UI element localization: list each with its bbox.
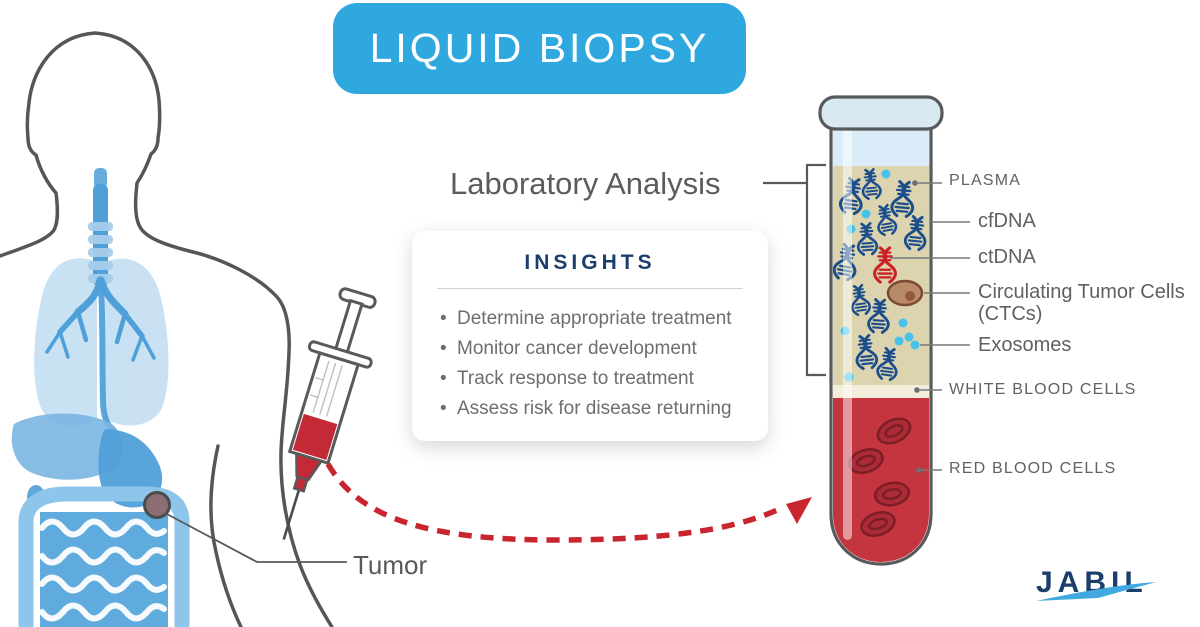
cfdna-label: cfDNA	[978, 210, 1036, 232]
insights-list: Determine appropriate treatment Monitor …	[440, 304, 768, 424]
blood-draw-arrow	[325, 462, 812, 543]
insights-item: Track response to treatment	[440, 364, 768, 394]
ctc-icon	[886, 279, 924, 307]
brand-swoosh-icon	[1036, 582, 1156, 601]
tumor-marker	[143, 491, 171, 519]
red-blood-cells	[848, 417, 912, 537]
insights-item: Determine appropriate treatment	[440, 304, 768, 334]
ctc-label: Circulating Tumor Cells (CTCs)	[978, 281, 1185, 325]
tube-leader-lines	[890, 180, 970, 473]
insights-item: Assess risk for disease returning	[440, 394, 768, 424]
rbc-label: RED BLOOD CELLS	[949, 460, 1117, 477]
insights-box: INSIGHTS Determine appropriate treatment…	[412, 231, 768, 441]
title-banner: LIQUID BIOPSY	[333, 3, 746, 94]
liver-organ	[11, 413, 123, 480]
plasma-label: PLASMA	[949, 172, 1022, 189]
syringe-icon	[282, 287, 377, 540]
lungs-organ	[34, 258, 169, 426]
insights-divider	[437, 288, 743, 289]
tumor-leader-line	[164, 512, 347, 563]
insights-title: INSIGHTS	[524, 251, 656, 274]
lab-analysis-bracket	[763, 163, 826, 377]
tumor-label: Tumor	[353, 550, 428, 580]
intestines-organ	[18, 486, 190, 627]
lab-analysis-heading: Laboratory Analysis	[450, 166, 721, 201]
test-tube	[818, 95, 944, 566]
brand-logo: JABIL	[1036, 566, 1196, 606]
insights-item: Monitor cancer development	[440, 334, 768, 364]
page-title: LIQUID BIOPSY	[369, 25, 710, 71]
trachea-organ	[88, 168, 113, 286]
tube-cap	[818, 95, 944, 131]
wbc-label: WHITE BLOOD CELLS	[949, 381, 1137, 398]
exosomes-label: Exosomes	[978, 334, 1072, 356]
ctdna-label: ctDNA	[978, 246, 1036, 268]
body-outline	[0, 31, 334, 627]
